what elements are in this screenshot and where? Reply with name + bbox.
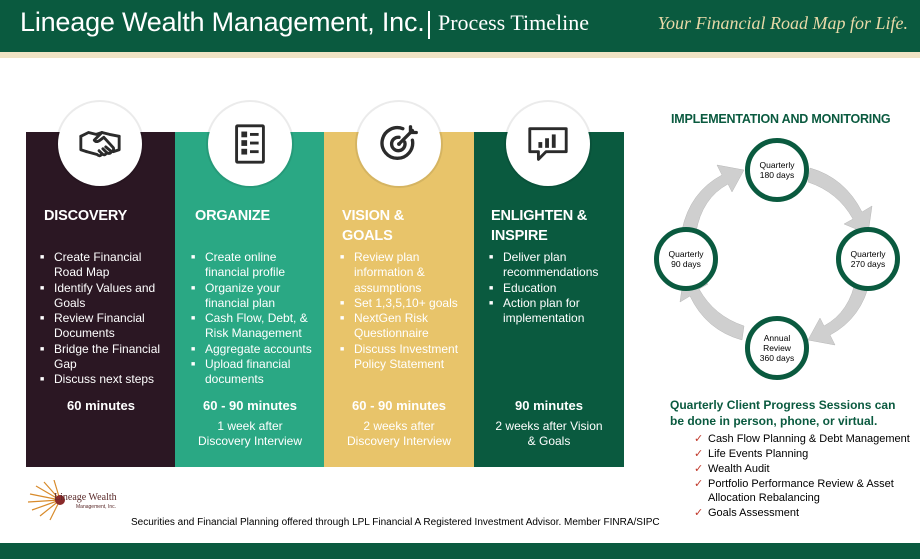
document-icon [208, 102, 292, 186]
checklist-text: Cash Flow Planning & Debt Management [708, 433, 910, 445]
cycle-arrows [679, 164, 873, 346]
list-item: Bridge the Financial Gap [40, 342, 170, 373]
node-label: Annual Review [763, 333, 791, 353]
column-title: DISCOVERY [44, 208, 128, 224]
list-item: Discuss Investment Policy Statement [340, 342, 465, 373]
node-days: 270 days [850, 259, 886, 269]
column-list: Deliver plan recommendations Education A… [489, 250, 619, 326]
checklist-text: Life Events Planning [708, 448, 809, 460]
header-bar [0, 0, 920, 52]
header-rule [0, 52, 920, 58]
list-item: NextGen Risk Questionnaire [340, 311, 465, 342]
checkmark-icon: ✓ [694, 463, 704, 475]
target-icon [357, 102, 441, 186]
column-duration: 60 - 90 minutes [352, 398, 446, 413]
list-item: Education [489, 281, 619, 297]
column-timing: 2 weeks after Vision & Goals [495, 419, 603, 448]
column-title: ENLIGHTEN & INSPIRE [491, 208, 588, 244]
column-vision-goals: VISION & GOALS Review plan information &… [324, 132, 474, 467]
list-item: Create online financial profile [191, 250, 321, 281]
column-list: Create Financial Road Map Identify Value… [40, 250, 170, 388]
checklist-text: Goals Assessment [708, 507, 800, 519]
logo-name: Lineage Wealth [54, 492, 117, 503]
column-list: Review plan information & assumptions Se… [340, 250, 465, 372]
list-item: Upload financial documents [191, 357, 321, 388]
column-timing: 1 week after Discovery Interview [197, 419, 303, 448]
checklist-item: ✓ Goals Assessment [694, 506, 914, 520]
node-label: Quarterly [759, 160, 795, 170]
list-item: Aggregate accounts [191, 342, 321, 358]
disclaimer: Securities and Financial Planning offere… [131, 517, 660, 528]
column-enlighten-inspire: ENLIGHTEN & INSPIRE Deliver plan recomme… [474, 132, 624, 467]
handshake-icon [58, 102, 142, 186]
checkmark-icon: ✓ [694, 448, 704, 460]
checklist-item: ✓ Life Events Planning [694, 447, 914, 461]
cycle-node-180: Quarterly 180 days [745, 138, 809, 202]
column-title: VISION & GOALS [342, 208, 405, 244]
column-timing: 2 weeks after Discovery Interview [346, 419, 452, 448]
node-days: 180 days [759, 170, 795, 180]
presentation-chart-icon [506, 102, 590, 186]
list-item: Cash Flow, Debt, & Risk Management [191, 311, 321, 342]
column-duration: 90 minutes [515, 398, 583, 413]
checkmark-icon: ✓ [694, 433, 704, 445]
column-duration: 60 - 90 minutes [203, 398, 297, 413]
checkmark-icon: ✓ [694, 478, 704, 490]
checklist-item: ✓ Cash Flow Planning & Debt Management [694, 432, 914, 446]
list-item: Review plan information & assumptions [340, 250, 465, 296]
cycle-node-270: Quarterly 270 days [836, 227, 900, 291]
list-item: Discuss next steps [40, 372, 170, 388]
list-item: Identify Values and Goals [40, 281, 170, 312]
cycle-node-90: Quarterly 90 days [654, 227, 718, 291]
lineage-logo-sunburst-icon [27, 480, 65, 521]
column-duration: 60 minutes [67, 398, 135, 413]
checkmark-icon: ✓ [694, 507, 704, 519]
list-item: Action plan for implementation [489, 296, 619, 327]
node-label: Quarterly [850, 249, 886, 259]
logo-subtext: Management, Inc. [76, 504, 117, 510]
review-checklist: ✓ Cash Flow Planning & Debt Management ✓ L… [694, 432, 914, 521]
list-item: Review Financial Documents [40, 311, 170, 342]
list-item: Organize your financial plan [191, 281, 321, 312]
checklist-item: ✓ Wealth Audit [694, 462, 914, 476]
column-list: Create online financial profile Organize… [191, 250, 321, 388]
list-item: Set 1,3,5,10+ goals [340, 296, 465, 312]
node-days: 360 days [759, 353, 795, 363]
column-organize: ORGANIZE Create online financial profile… [175, 132, 325, 467]
node-label: Quarterly [668, 249, 704, 259]
list-item: Create Financial Road Map [40, 250, 170, 281]
checklist-item: ✓ Portfolio Performance Review & Asset Al… [694, 477, 914, 505]
page-title: Process Timeline [438, 10, 589, 35]
checklist-text: Portfolio Performance Review & Asset All… [708, 478, 894, 504]
node-days: 90 days [671, 259, 701, 269]
cycle-node-360: Annual Review 360 days [745, 316, 809, 380]
list-item: Deliver plan recommendations [489, 250, 619, 281]
footer-bar [0, 543, 920, 559]
column-discovery: DISCOVERY Create Financial Road Map Iden… [26, 132, 176, 467]
implementation-title: IMPLEMENTATION AND MONITORING [671, 112, 891, 126]
column-title: ORGANIZE [195, 208, 270, 224]
tagline: Your Financial Road Map for Life. [657, 13, 908, 33]
company-name: Lineage Wealth Management, Inc. [20, 7, 425, 37]
checklist-text: Wealth Audit [708, 463, 770, 475]
title-separator [428, 11, 430, 39]
monitoring-cycle-diagram: Quarterly 180 days Quarterly 270 days An… [640, 130, 915, 380]
sessions-note: Quarterly Client Progress Sessions can b… [670, 398, 896, 428]
